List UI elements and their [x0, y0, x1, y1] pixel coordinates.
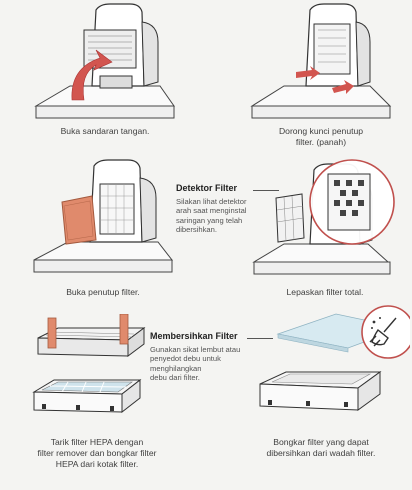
step5-caption: Tarik filter HEPA dengan filter remover … — [37, 437, 157, 469]
step1-illustration — [34, 3, 175, 119]
step6-illustration — [259, 305, 410, 411]
cleaning-description: Gunakan sikat lembut atau penyedot debu … — [150, 345, 241, 383]
step4-illustration — [252, 159, 395, 275]
push-arrows-icon — [296, 66, 354, 94]
step2-caption: Dorong kunci penutup filter. (panah) — [278, 126, 364, 147]
step3-caption: Buka penutup filter. — [66, 287, 140, 297]
step3-illustration — [33, 159, 174, 273]
step2-illustration — [250, 3, 392, 119]
detector-description: Silakan lihat detektor arah saat mengins… — [176, 197, 247, 235]
brush-icon — [369, 317, 397, 347]
filter-remover-left — [47, 317, 57, 349]
step5-illustration — [32, 314, 146, 414]
detector-leader-line — [253, 190, 279, 191]
brush-circle-icon — [361, 305, 410, 359]
filter-cover — [61, 195, 97, 245]
step6-caption: Bongkar filter yang dapat dibersihkan da… — [266, 437, 376, 458]
detector-title: Detektor Filter — [176, 183, 238, 193]
step4-caption: Lepaskan filter total. — [286, 287, 364, 297]
cleaning-title: Membersihkan Filter — [150, 331, 238, 341]
curved-arrow-icon — [71, 49, 113, 101]
step1-caption: Buka sandaran tangan. — [60, 126, 150, 136]
filter-remover-right — [119, 314, 129, 345]
removed-filter — [275, 193, 305, 243]
cleaning-leader-line — [247, 338, 273, 339]
